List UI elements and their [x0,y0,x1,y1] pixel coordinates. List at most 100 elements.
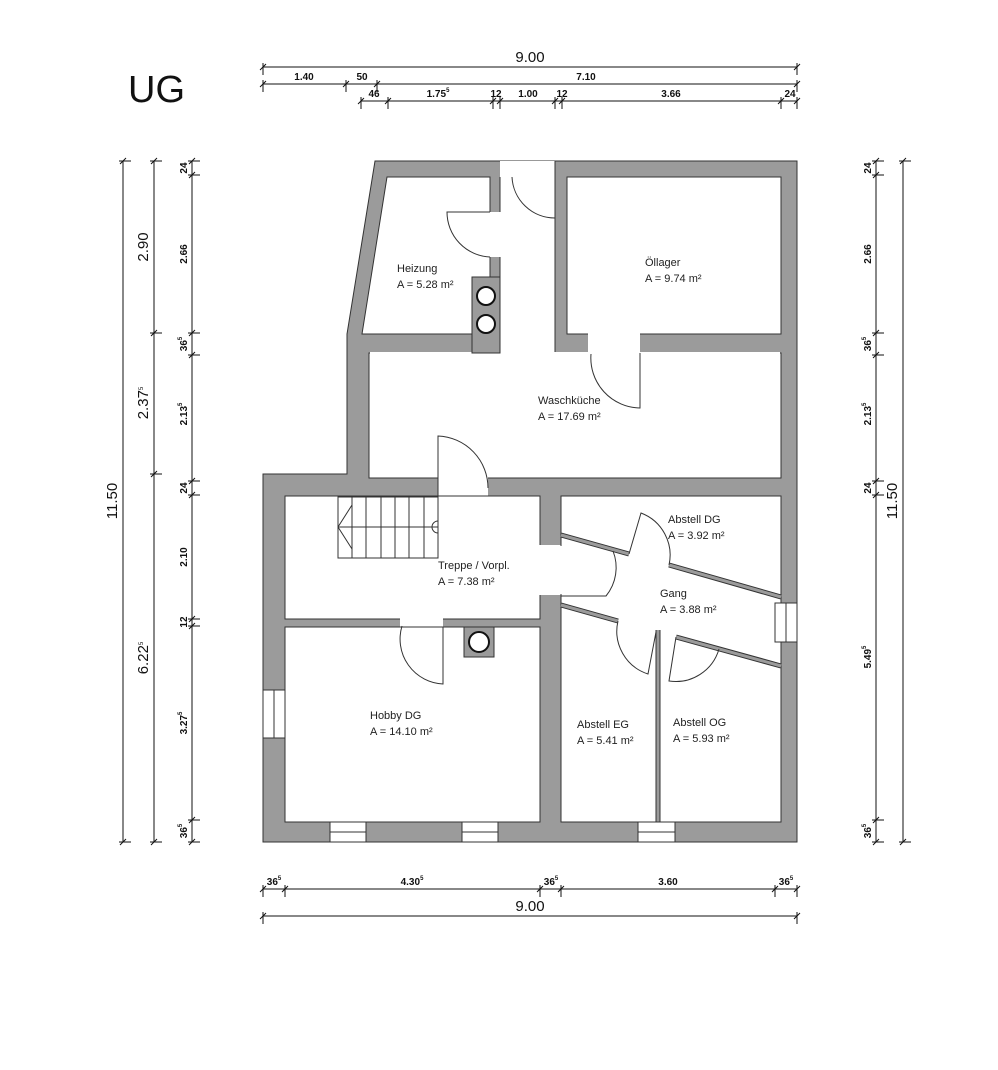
room-name: Heizung [397,263,437,275]
dim-value: 4.30 [401,877,421,888]
dim-superscript: 5 [178,711,184,715]
dim-value: 2.13 [179,406,190,426]
dim-label: 365 [779,876,794,888]
gang-walls [560,532,782,822]
dim-label: 4.305 [401,876,424,888]
dim-label: 2.66 [179,244,190,264]
dim-value: 2.66 [179,244,190,264]
dim-label: 6.225 [135,641,152,674]
dim-value: 1.40 [294,72,314,83]
dim-value: 2.66 [863,244,874,264]
room-label: Öllager A = 9.74 m² [645,257,702,285]
dim-label: 365 [544,876,559,888]
chimney-double [471,276,501,354]
dim-value: 36 [179,340,190,352]
room-area: A = 17.69 m² [538,411,601,423]
room-area: A = 7.38 m² [438,576,495,588]
dim-value: 24 [863,482,874,494]
hobby-door [399,625,444,685]
dim-label: 46 [368,89,380,100]
staircase [337,496,439,559]
room-area: A = 5.93 m² [673,733,730,745]
gang-door [561,550,617,597]
dim-label: 2.10 [179,547,190,567]
heizung-door [446,211,491,258]
dim-superscript: 5 [862,823,868,827]
room-area: A = 3.88 m² [660,604,717,616]
room-label: Heizung A = 5.28 m² [397,263,454,291]
dim-value: 36 [544,877,556,888]
dim-right-overall: 11.50 [884,157,911,846]
dim-label: 3.60 [658,877,678,888]
dim-top-overall: 9.00 [259,49,801,75]
dim-value: 24 [179,162,190,174]
room-label: Treppe / Vorpl.A = 7.38 m² [438,560,510,588]
room-area: A = 9.74 m² [645,273,702,285]
dim-label: 1.755 [427,88,450,100]
dim-value: 6.22 [135,645,152,674]
dim-label: 1.00 [518,89,538,100]
room-label: Abstell DGA = 3.92 m² [668,514,725,542]
dim-value: 36 [267,877,279,888]
dim-label: 50 [356,72,368,83]
floor-title: UG [128,69,185,111]
dim-value: 3.27 [179,715,190,735]
dim-superscript: 5 [862,402,868,406]
dim-label: 365 [178,336,190,351]
dim-label: 12 [179,616,190,628]
entry-corridor [500,161,555,354]
dim-value: 46 [368,89,380,100]
abstell-og-door [668,636,720,682]
dim-label: 1.40 [294,72,314,83]
room-hobby [284,626,541,823]
dim-label: 12 [556,89,568,100]
dim-superscript: 5 [278,876,282,882]
room-name: Öllager [645,257,681,269]
dim-bottom-overall: 9.00 [259,898,801,924]
building [262,160,798,843]
room-area: A = 3.92 m² [668,530,725,542]
dim-superscript: 5 [178,402,184,406]
room-name: Abstell OG [673,717,726,729]
room-label: Waschküche A = 17.69 m² [538,395,601,423]
windows [262,602,798,843]
hobby-door-opening [400,618,443,628]
room-area: A = 5.28 m² [397,279,454,291]
dim-superscript: 5 [139,386,145,390]
dim-value: 11.50 [104,483,121,519]
room-right-block [560,495,782,823]
dim-value: 12 [490,89,502,100]
door-swings [399,161,720,685]
room-name: Hobby DG [370,710,421,722]
room-name: Waschküche [538,395,601,407]
dim-top-row2: 1.40 50 7.10 [259,72,801,92]
room-area: A = 5.41 m² [577,735,634,747]
dim-value: 2.13 [863,406,874,426]
dim-superscript: 5 [446,88,450,94]
dim-label: 24 [863,162,874,174]
dim-superscript: 5 [862,645,868,649]
dim-superscript: 5 [862,336,868,340]
dim-value: 50 [356,72,368,83]
dim-value: 9.00 [515,49,544,66]
dim-value: 36 [863,827,874,839]
dim-value: 7.10 [576,72,596,83]
dim-value: 2.37 [135,390,152,419]
dim-label: 9.00 [515,49,544,66]
dim-value: 12 [556,89,568,100]
waschkueche-door [437,435,489,496]
room-label: Hobby DGA = 14.10 m² [370,710,433,738]
dim-label: 5.495 [862,645,874,668]
dim-superscript: 5 [139,641,145,645]
dim-value: 1.00 [518,89,538,100]
room-label: Abstell OG A = 5.93 m² [673,717,730,745]
dim-label: 12 [490,89,502,100]
